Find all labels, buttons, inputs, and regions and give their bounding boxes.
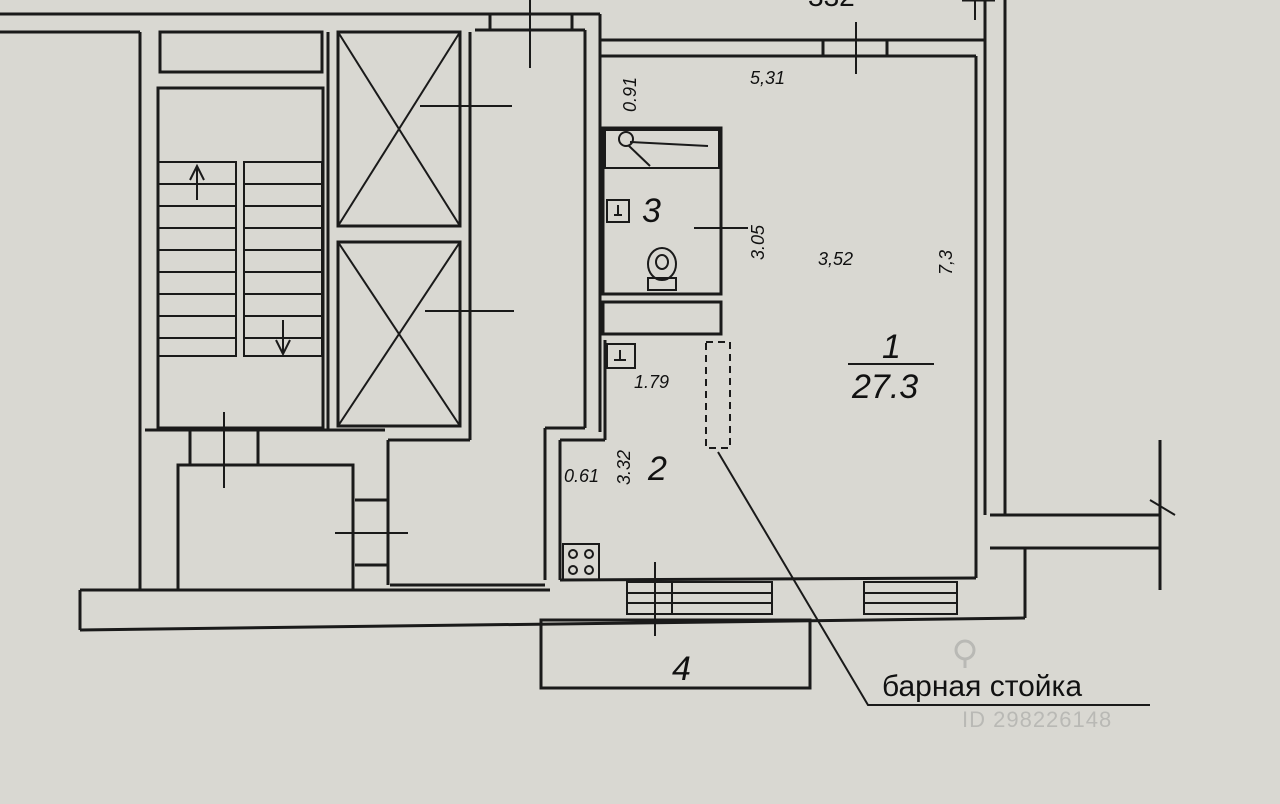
stairwell [145, 30, 385, 488]
kitchen-sink-icon [606, 343, 636, 369]
stair-down-arrow-icon [275, 320, 291, 357]
top-left-label: 0.91 [620, 77, 640, 112]
bar-counter-outline [705, 341, 731, 449]
room-number-main: 1 [882, 328, 901, 366]
bathroom [601, 126, 748, 336]
apartment-walls [558, 14, 985, 582]
bath-height-label: 3.05 [748, 224, 768, 260]
room-area-main: 27.3 [851, 368, 918, 406]
stair-steps [158, 183, 322, 339]
location-pin-icon [954, 639, 976, 668]
sink-icon [606, 199, 630, 223]
corridor [390, 0, 587, 587]
stair-up-arrow-icon [189, 163, 205, 200]
room-number-bathroom: 3 [642, 192, 661, 230]
bar-counter-label: барная стойка [882, 670, 1082, 703]
room-number-balcony: 4 [672, 650, 691, 688]
elevator-shafts [326, 30, 514, 442]
room-width-label: 3,52 [818, 249, 853, 269]
toilet-icon [647, 247, 677, 291]
kitchen-left-label: 0.61 [564, 466, 599, 486]
kitchen [562, 341, 731, 581]
stove-icon [562, 543, 600, 581]
windows [626, 562, 958, 636]
bar-counter-leader [717, 451, 1150, 706]
kitchen-width-label: 1.79 [634, 372, 669, 392]
balcony [539, 618, 812, 690]
top-width-label: 5,31 [750, 68, 785, 88]
kitchen-height-label: 3.32 [614, 450, 634, 485]
watermark-id: ID 298226148 [962, 707, 1112, 732]
room-height-label: 7,3 [936, 250, 956, 275]
utility-room [176, 440, 408, 592]
top-cut-label: 332 [808, 0, 855, 12]
room-number-kitchen: 2 [647, 450, 667, 488]
